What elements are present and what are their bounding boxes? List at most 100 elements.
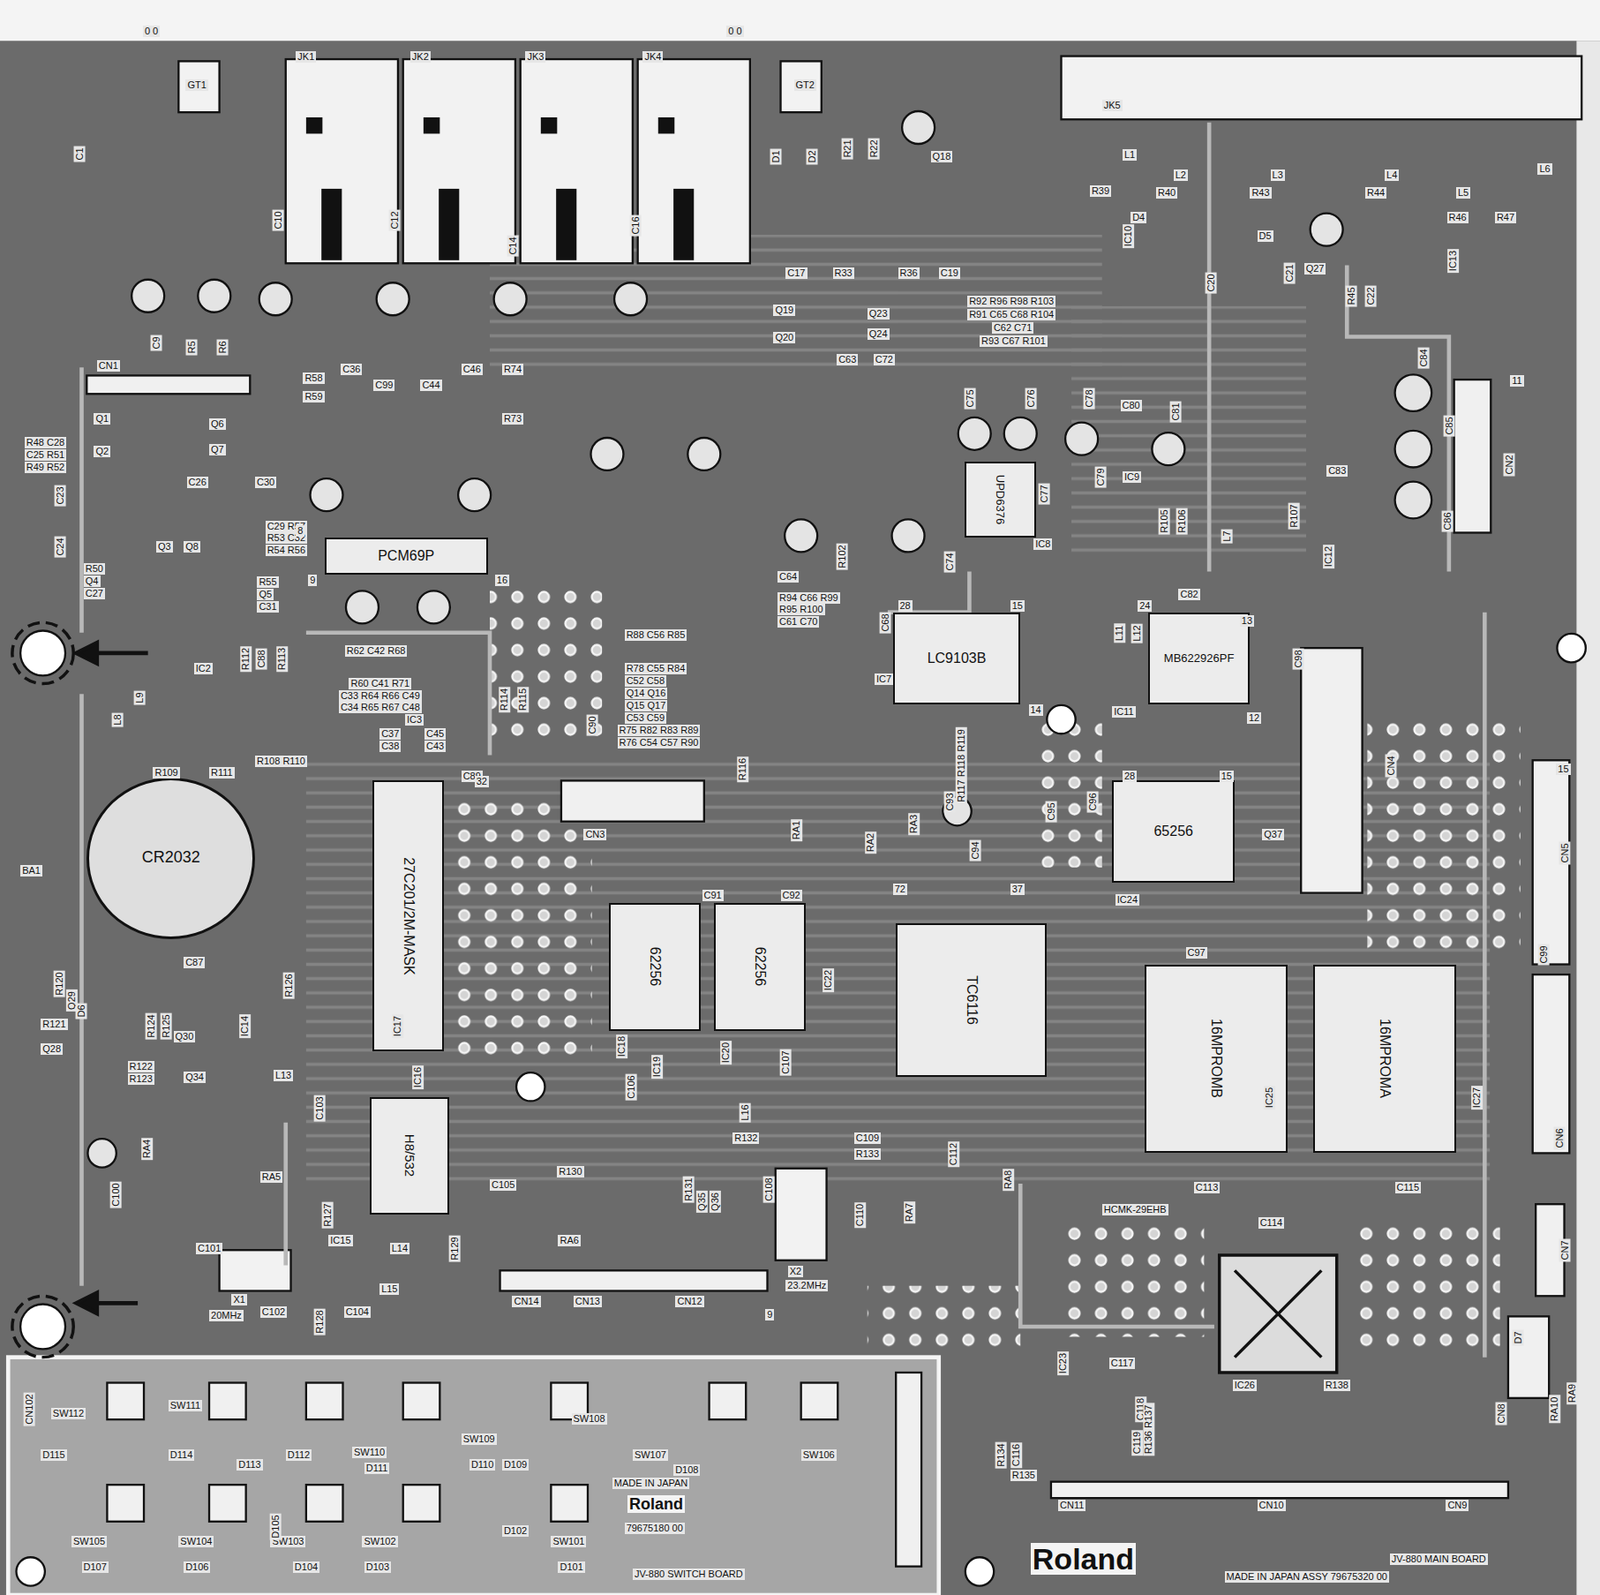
connector-cn3 — [561, 780, 705, 821]
part-label: L4 — [1384, 169, 1399, 181]
part-label: R95 R100 — [777, 603, 826, 616]
part-label: IC7 — [874, 673, 894, 685]
right-strip — [1576, 40, 1600, 1595]
connector-cn6 — [1532, 974, 1570, 1153]
part-label: C77 — [1038, 482, 1051, 504]
part-label: R22 — [868, 137, 880, 159]
part-label: C37 — [379, 728, 401, 740]
part-label: R133 — [854, 1148, 881, 1160]
part-label: 0 0 — [726, 25, 744, 38]
part-label: GT2 — [794, 79, 817, 91]
part-label: R120 — [53, 969, 66, 997]
part-label: C96 — [1086, 790, 1098, 812]
part-label: C85 — [1443, 415, 1456, 437]
part-label: IC26 — [1232, 1379, 1257, 1391]
part-label: C34 R65 R67 C48 — [338, 701, 422, 714]
part-label: C115 — [1395, 1181, 1421, 1194]
part-label: R114 — [499, 686, 511, 713]
part-label: C14 — [506, 234, 519, 256]
part-label: SW105 — [71, 1535, 107, 1548]
part-label: D114 — [168, 1449, 195, 1461]
connector-cn2 — [1454, 379, 1492, 533]
part-label: L13 — [273, 1069, 293, 1082]
switch — [106, 1484, 144, 1522]
part-label: Q6 — [209, 418, 226, 430]
part-label: R115 — [517, 686, 529, 713]
part-label: C102 — [260, 1306, 287, 1318]
switch — [306, 1382, 344, 1420]
part-label: C87 — [183, 956, 205, 969]
part-label: 20MHz — [209, 1309, 244, 1322]
via-fields — [449, 581, 1521, 1358]
electrolytic-cap — [958, 417, 992, 451]
part-label: 9 — [307, 574, 317, 586]
connectors — [86, 375, 1570, 1498]
part-label: D113 — [236, 1458, 263, 1471]
dashed-ring — [12, 622, 74, 684]
part-label: C75 — [963, 388, 976, 410]
chip-marking: H8/532 — [401, 1134, 417, 1177]
part-label: CN8 — [1495, 1402, 1508, 1426]
electrolytic-cap — [376, 282, 410, 316]
part-label: C63 — [836, 353, 858, 366]
brand-logo: Roland — [627, 1494, 685, 1513]
electrolytic-cap — [345, 590, 379, 624]
part-label: RA2 — [864, 831, 877, 854]
part-label: MADE IN JAPAN ASSY 79675320 00 — [1224, 1570, 1390, 1583]
part-label: R55 — [256, 576, 278, 588]
part-label: C10 — [272, 209, 285, 231]
electrolytic-cap — [687, 437, 721, 471]
part-label: D5 — [1257, 230, 1274, 242]
part-label: IC17 — [391, 1014, 404, 1038]
part-label: CN10 — [1257, 1499, 1286, 1511]
part-label: R59 — [302, 390, 324, 403]
part-label: CN2 — [1503, 453, 1516, 477]
part-label: CN9 — [1445, 1499, 1469, 1511]
part-label: 15 — [1219, 770, 1234, 782]
part-label: IC20 — [721, 1040, 733, 1065]
part-label: D110 — [469, 1458, 496, 1471]
part-label: 28 — [1122, 770, 1137, 782]
electrolytic-cap — [131, 279, 165, 313]
hole-rings — [12, 622, 74, 1357]
din-connector — [1061, 56, 1583, 121]
jack-body — [178, 60, 219, 113]
part-label: R93 C67 R101 — [979, 335, 1048, 347]
part-label: C44 — [420, 379, 442, 391]
part-label: R123 — [127, 1073, 155, 1085]
hole-arrows — [76, 642, 149, 1314]
part-label: L16 — [738, 1103, 751, 1123]
connector-cn101 — [895, 1372, 922, 1567]
part-label: C108 — [762, 1175, 774, 1202]
part-label: L15 — [379, 1283, 399, 1295]
ic-chip: 16MPROMB — [1144, 964, 1288, 1154]
part-label: C88 — [255, 647, 268, 669]
electrolytic-cap — [1004, 417, 1037, 451]
arrowhead — [76, 642, 98, 663]
mounting-holes — [16, 630, 1586, 1585]
electrolytic-cap — [197, 279, 231, 313]
part-label: RA1 — [791, 818, 804, 842]
pad — [555, 188, 577, 261]
part-label: C1 — [73, 145, 85, 162]
part-label: Q34 — [183, 1071, 206, 1083]
part-label: IC9 — [1122, 471, 1142, 483]
part-label: C25 R51 — [24, 449, 67, 461]
part-label: C104 — [344, 1306, 371, 1318]
chip-marking: UPD6376 — [993, 474, 1007, 525]
part-label: IC19 — [651, 1054, 663, 1079]
part-label: 11 — [1509, 375, 1524, 387]
part-label: R91 C65 C68 R104 — [967, 308, 1056, 321]
part-label: R44 — [1365, 187, 1387, 199]
part-label: R109 — [152, 766, 180, 779]
top-strip — [0, 0, 1600, 41]
via-field — [1346, 1224, 1500, 1357]
part-label: R5 — [186, 339, 198, 356]
part-label: C105 — [489, 1179, 517, 1191]
part-label: R92 R96 R98 R103 — [967, 295, 1056, 308]
trace — [887, 570, 970, 612]
part-label: SW110 — [352, 1446, 387, 1458]
ic-chip: 16MPROMA — [1313, 964, 1457, 1154]
part-label: C86 — [1442, 510, 1454, 532]
part-label: JK2 — [410, 51, 431, 63]
